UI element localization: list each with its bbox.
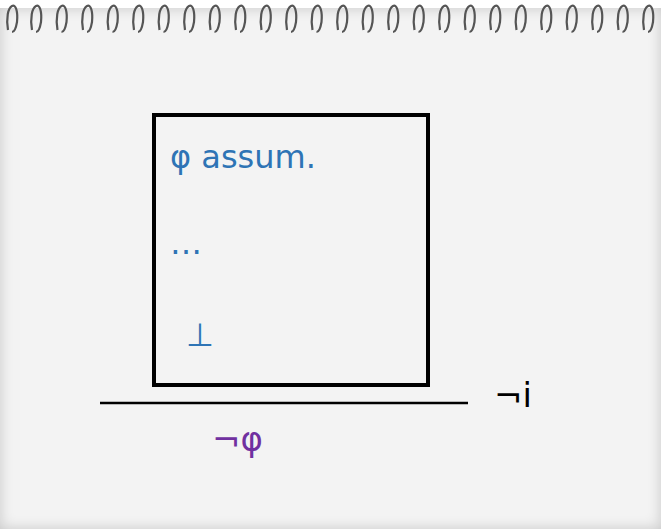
conclusion: ¬φ [212, 420, 263, 459]
proof-line: φ assum. [170, 139, 316, 176]
proof-box: φ assum. … ⊥ [152, 113, 430, 387]
spiral-binding [0, 0, 661, 40]
proof-line: ⊥ [186, 317, 214, 354]
proof-line: … [170, 225, 202, 262]
rule-name: ¬i [494, 376, 532, 415]
notebook-paper [0, 8, 661, 529]
